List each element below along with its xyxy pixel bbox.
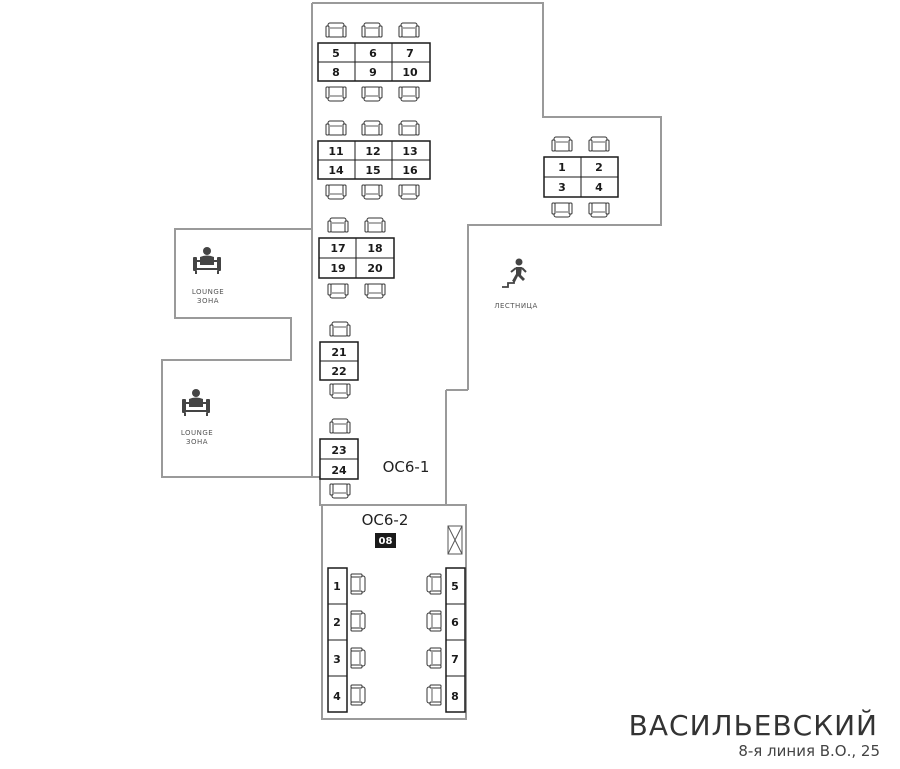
stairs-zone: ЛЕСТНИЦА <box>494 257 538 310</box>
building-address: 8-я линия В.О., 25 <box>738 742 880 760</box>
desk-14-label: 14 <box>328 164 344 177</box>
stairs-label: ЛЕСТНИЦА <box>494 302 538 310</box>
desk-17-label: 17 <box>330 242 345 255</box>
main-hall-outline <box>312 2 662 390</box>
lounge-bottom-line1: LOUNGE <box>181 429 213 437</box>
oc6-2-desk-6-label: 6 <box>451 616 459 629</box>
oc6-2-desks-right: 5 6 7 8 <box>426 567 466 713</box>
desk-6-label: 6 <box>369 47 377 60</box>
lounge-top-line1: LOUNGE <box>192 288 224 296</box>
oc6-2-desk-1-label: 1 <box>333 580 341 593</box>
office-badge-text: 08 <box>379 536 393 547</box>
lounge-bottom-line2: ЗОНА <box>186 438 208 446</box>
office-oc6-1-label: ОС6-1 <box>383 458 430 476</box>
east-desk-4-label: 4 <box>595 181 603 194</box>
desk-12-label: 12 <box>365 145 380 158</box>
lounge-zone-top: LOUNGE ЗОНА <box>192 246 224 305</box>
desk-20-label: 20 <box>367 262 383 275</box>
east-desk-3-label: 3 <box>558 181 566 194</box>
oc6-2-outline <box>319 477 467 720</box>
desk-22-label: 22 <box>331 365 346 378</box>
oc6-2-desk-5-label: 5 <box>451 580 459 593</box>
desk-21-label: 21 <box>331 346 346 359</box>
desk-cluster-5-10: 5 6 7 8 9 10 <box>317 22 431 102</box>
desk-11-label: 11 <box>328 145 343 158</box>
office-oc6-2-label: ОС6-2 <box>362 511 409 529</box>
oc6-2-desk-3-label: 3 <box>333 653 341 666</box>
desk-18-label: 18 <box>367 242 382 255</box>
desk-19-label: 19 <box>330 262 345 275</box>
oc6-2-desks-left: 1 2 3 4 <box>327 567 366 713</box>
desk-13-label: 13 <box>402 145 417 158</box>
lounge-armchair-icon <box>192 246 222 275</box>
oc6-2-desk-2-label: 2 <box>333 616 341 629</box>
stairs-person-icon <box>501 257 527 288</box>
east-desk-1-label: 1 <box>558 161 566 174</box>
main-hall-west-outline <box>161 3 320 478</box>
desk-pair-21-22: 21 22 <box>319 321 359 399</box>
desk-8-label: 8 <box>332 66 340 79</box>
building-name: ВАСИЛЬЕВСКИЙ <box>628 709 878 742</box>
desk-23-label: 23 <box>331 444 346 457</box>
desk-9-label: 9 <box>369 66 377 79</box>
desk-cluster-11-16: 11 12 13 14 15 16 <box>317 120 431 200</box>
desk-10-label: 10 <box>402 66 418 79</box>
desk-15-label: 15 <box>365 164 380 177</box>
desk-cluster-17-20: 17 18 19 20 <box>318 217 395 299</box>
service-box <box>447 525 463 555</box>
desk-24-label: 24 <box>331 464 347 477</box>
lounge-zone-bottom: LOUNGE ЗОНА <box>181 388 213 446</box>
desk-7-label: 7 <box>406 47 414 60</box>
desk-5-label: 5 <box>332 47 340 60</box>
oc6-2-desk-8-label: 8 <box>451 690 459 703</box>
lounge-top-line2: ЗОНА <box>197 297 219 305</box>
oc6-2-desk-7-label: 7 <box>451 653 459 666</box>
desk-pair-23-24: 23 24 <box>319 418 359 499</box>
desk-cluster-east-1-4: 1 2 3 4 <box>543 136 619 218</box>
lounge-armchair-icon <box>181 388 211 417</box>
walls <box>161 2 662 720</box>
oc6-2-desk-4-label: 4 <box>333 690 341 703</box>
office-badge <box>375 533 396 548</box>
desk-16-label: 16 <box>402 164 418 177</box>
east-desk-2-label: 2 <box>595 161 603 174</box>
